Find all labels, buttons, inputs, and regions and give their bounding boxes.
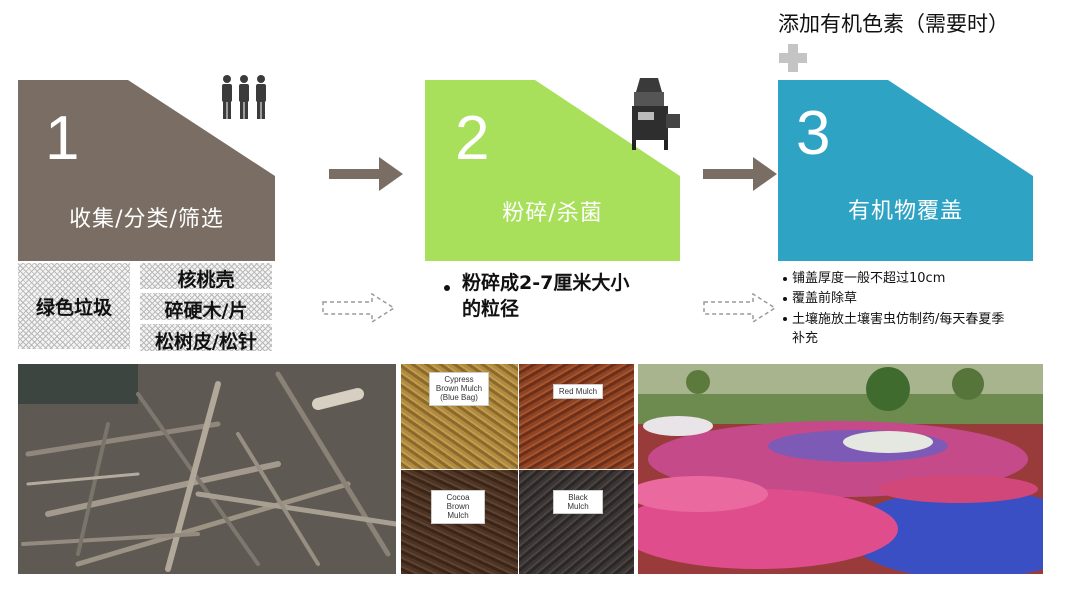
step-2-bullet-text: 粉碎成2-7厘米大小的粒径 [462, 272, 630, 320]
step-3-number: 3 [796, 99, 831, 168]
step-3-bullet-1: 铺盖厚度一般不超过10cm [792, 271, 946, 286]
branches-photo [18, 364, 396, 574]
step-1-label: 收集/分类/筛选 [69, 207, 224, 232]
green-waste-tag [18, 263, 130, 349]
cypress-brown-name: Cypress Brown Mulch [435, 375, 483, 394]
step-3-bullet-3: 土壤施放土壤害虫仿制药/每天春夏季补充 [792, 312, 1005, 346]
arrow-2-to-3 [703, 157, 777, 191]
optional-pigment-note: 添加有机色素（需要时） [778, 12, 1009, 36]
crusher-machine-icon [632, 78, 680, 150]
flower-garden-photo [638, 364, 1043, 574]
step-2-bullet-dot [444, 285, 450, 291]
black-mulch-swatch [519, 470, 634, 574]
plus-icon [779, 44, 807, 72]
pine-bark-tag [140, 324, 272, 351]
step-3-bullet-2: 覆盖前除草 [792, 291, 858, 306]
pine-bark-label: 松树皮/松针 [155, 331, 257, 353]
step-3-label: 有机物覆盖 [847, 199, 963, 224]
cypress-brown-label: Cypress Brown Mulch (Blue Bag) [429, 372, 489, 406]
cocoa-brown-label: Cocoa Brown Mulch [431, 490, 485, 524]
hardwood-chip-label: 碎硬木/片 [164, 300, 248, 322]
step-3-bullet-dot-3 [783, 317, 787, 321]
step-2-block [425, 80, 680, 261]
step-2-number: 2 [455, 104, 490, 173]
mulch-samples-photo: Cypress Brown Mulch (Blue Bag) Red Mulch… [401, 364, 634, 574]
hardwood-chip-tag [140, 293, 272, 320]
red-mulch-swatch [519, 364, 634, 469]
red-mulch-label: Red Mulch [553, 384, 603, 400]
step-1-number: 1 [45, 104, 80, 173]
step-1-block [18, 80, 275, 261]
step-3-bullet-dot-1 [783, 277, 787, 281]
people-icon [222, 75, 266, 119]
green-waste-label: 绿色垃圾 [35, 297, 112, 319]
cypress-brown-sub: (Blue Bag) [440, 393, 478, 403]
walnut-shell-label: 核桃壳 [177, 269, 235, 291]
step-2-label: 粉碎/杀菌 [502, 201, 603, 226]
step-3-bullet-dot-2 [783, 297, 787, 301]
dashed-arrow-2 [703, 293, 777, 323]
arrow-1-to-2 [329, 157, 403, 191]
step-3-block [778, 80, 1033, 261]
black-mulch-label: Black Mulch [553, 490, 603, 515]
walnut-shell-tag [140, 263, 272, 289]
dashed-arrow-1 [322, 293, 396, 323]
